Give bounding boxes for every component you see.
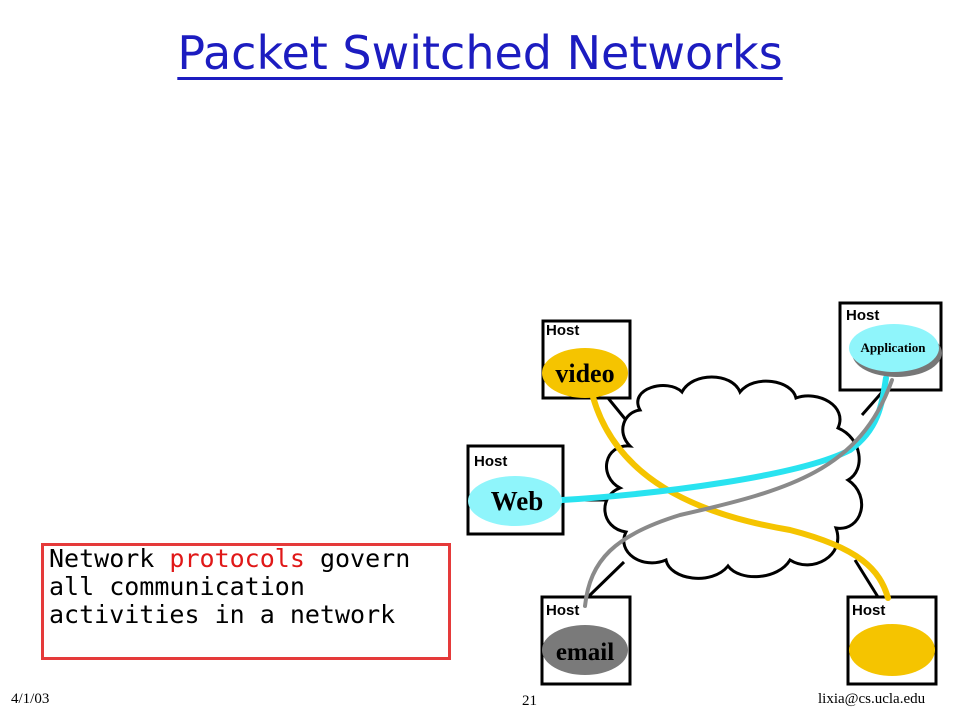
app-label-web: Web xyxy=(491,486,544,516)
network-cloud xyxy=(603,375,864,580)
footer-page-number: 21 xyxy=(522,693,537,709)
email-oval xyxy=(542,625,628,675)
caption-text: Network protocols govern all communicati… xyxy=(49,544,411,629)
email-flow xyxy=(583,378,894,608)
host-label-video: Host xyxy=(546,322,579,339)
footer-email: lixia@cs.ucla.edu xyxy=(818,691,926,707)
host-label-web: Host xyxy=(474,453,507,470)
caption-box xyxy=(41,543,451,660)
host-label-right: Host xyxy=(852,602,885,619)
app-label-video: video xyxy=(555,359,614,388)
video-flow xyxy=(587,382,891,601)
app-label-application: Application xyxy=(860,340,926,355)
application-oval xyxy=(849,324,939,372)
right-oval xyxy=(849,624,935,676)
caption-highlight: protocols xyxy=(169,544,305,573)
footer-date: 4/1/03 xyxy=(11,691,50,707)
slide-title: Packet Switched Networks xyxy=(177,26,783,80)
web-oval xyxy=(468,476,562,526)
app-label-email: email xyxy=(556,639,614,666)
video-oval xyxy=(542,348,628,398)
host-label-email: Host xyxy=(546,602,579,619)
host-label-application: Host xyxy=(846,307,879,324)
